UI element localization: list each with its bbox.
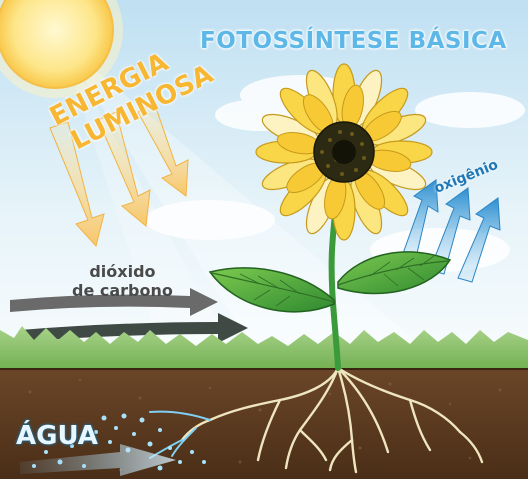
page-title: FOTOSSÍNTESE BÁSICA: [200, 28, 507, 54]
co2-label-line-1: dióxido: [89, 262, 156, 281]
grass: [0, 326, 528, 372]
co2-arrows: [10, 288, 248, 343]
water-label: ÁGUA: [16, 421, 98, 451]
water-arrow: [20, 444, 176, 476]
sun-icon: [0, 0, 123, 98]
co2-label: dióxido de carbono: [72, 262, 173, 300]
sunflower-icon: [255, 63, 433, 241]
co2-label-line-2: de carbono: [72, 281, 173, 300]
light-arrows: [49, 101, 189, 248]
left-leaf: [208, 267, 335, 313]
roots: [180, 366, 484, 474]
right-leaf: [337, 251, 452, 295]
